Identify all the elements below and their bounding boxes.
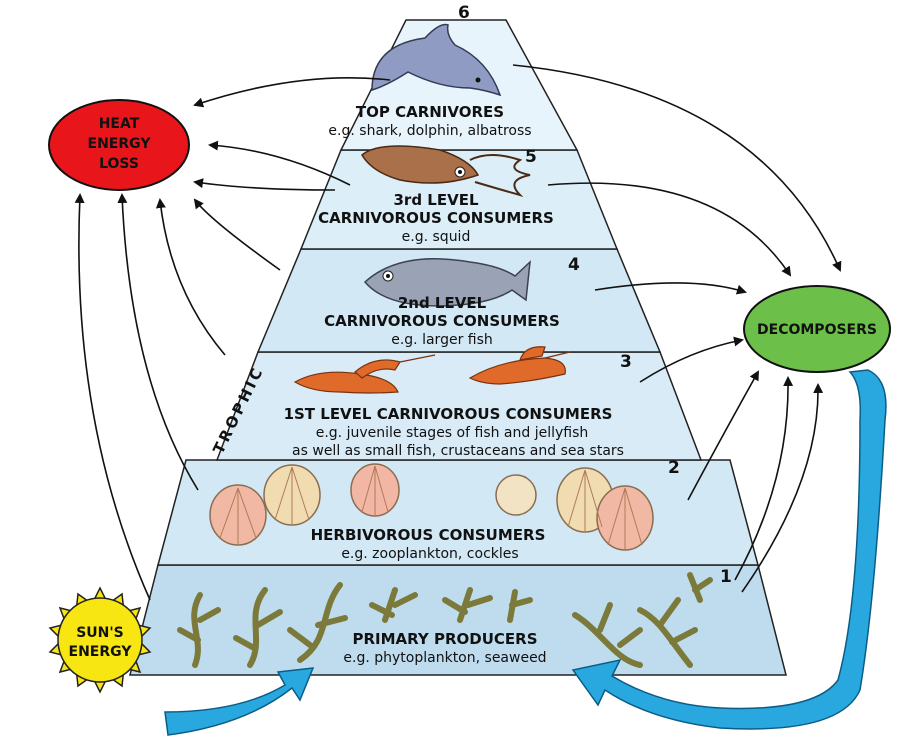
level-3-title: 1ST LEVEL CARNIVOROUS CONSUMERS (284, 405, 613, 423)
level-1-title: PRIMARY PRODUCERS (352, 630, 537, 648)
level-4-subtitle: e.g. larger fish (391, 332, 493, 348)
level-2-title: HERBIVOROUS CONSUMERS (311, 526, 546, 544)
decomposers-node: DECOMPOSERS (743, 285, 891, 373)
sun-icon: SUN'S ENERGY (48, 586, 152, 694)
heat-loss-arrows (74, 77, 391, 601)
level-4-title: 2nd LEVEL (398, 294, 487, 312)
heat-label-line1: HEAT (99, 116, 140, 132)
level-number-5: 5 (525, 147, 537, 167)
level-5-title: 3rd LEVEL (393, 191, 478, 209)
lobster-icon (293, 346, 571, 394)
sun-energy-arrow (164, 667, 315, 736)
nutrient-return-arrow (571, 369, 887, 730)
level-6-title: TOP CARNIVORES (356, 103, 504, 121)
seaweed-icon (177, 572, 713, 668)
decomposer-arrows (512, 64, 842, 593)
sun-label-line1: SUN'S (76, 625, 124, 641)
level-4-title-line2: CARNIVOROUS CONSUMERS (324, 312, 560, 330)
level-6-subtitle: e.g. shark, dolphin, albatross (328, 123, 531, 139)
dolphin-icon (371, 23, 502, 97)
fish-icon (363, 257, 531, 307)
heat-label-line3: LOSS (99, 156, 139, 172)
level-3-subtitle: e.g. juvenile stages of fish and jellyfi… (316, 425, 589, 441)
level-5-title-line2: CARNIVOROUS CONSUMERS (318, 209, 554, 227)
decomposers-label: DECOMPOSERS (757, 322, 877, 338)
level-1-subtitle: e.g. phytoplankton, seaweed (343, 650, 546, 666)
level-2-subtitle: e.g. zooplankton, cockles (341, 546, 518, 562)
squid-icon (361, 145, 531, 197)
heat-label-line2: ENERGY (88, 136, 152, 152)
level-3-subtitle-line2: as well as small fish, crustaceans and s… (292, 443, 624, 459)
level-5-subtitle: e.g. squid (402, 229, 471, 245)
level-number-1: 1 (720, 567, 732, 587)
heat-energy-loss-node: HEAT ENERGY LOSS (48, 99, 190, 191)
level-number-4: 4 (568, 255, 580, 275)
level-number-3: 3 (620, 352, 632, 372)
level-number-6: 6 (458, 3, 470, 23)
level-number-2: 2 (668, 458, 680, 478)
sun-label-line2: ENERGY (69, 644, 133, 660)
